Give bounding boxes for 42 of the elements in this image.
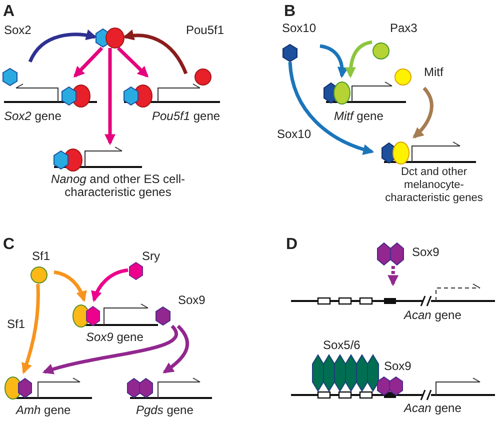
edge-label: Sox10 bbox=[276, 128, 312, 141]
panel-letter: A bbox=[3, 3, 15, 21]
arrow bbox=[91, 268, 128, 302]
protein-label: Sry bbox=[142, 250, 160, 263]
protein-label: Sf1 bbox=[32, 250, 50, 263]
protein-label: Sox5/6 bbox=[323, 339, 360, 352]
gene-label: Pou5f1 gene bbox=[152, 110, 220, 123]
panel-letter: C bbox=[3, 236, 15, 254]
arrow bbox=[162, 324, 190, 374]
arrow bbox=[73, 46, 104, 78]
arrow bbox=[104, 48, 116, 146]
protein-label: Sox10 bbox=[282, 22, 316, 35]
protein-label: Sox9 bbox=[412, 246, 440, 259]
arrow bbox=[388, 266, 399, 286]
arrow bbox=[21, 284, 40, 374]
protein-label: Sox2 bbox=[4, 24, 32, 37]
protein-label: Sox9 bbox=[178, 294, 206, 307]
edge-label: Sf1 bbox=[6, 318, 26, 331]
protein-label: Pou5f1 bbox=[186, 24, 224, 37]
arrow bbox=[54, 270, 86, 302]
gene-label: Pgds gene bbox=[136, 404, 194, 417]
protein-label: Pax3 bbox=[390, 22, 418, 35]
arrow bbox=[122, 30, 188, 74]
arrow bbox=[116, 46, 149, 78]
arrow bbox=[320, 44, 348, 78]
gene-label: Amh gene bbox=[16, 404, 71, 417]
arrow bbox=[412, 86, 434, 138]
arrow bbox=[42, 325, 178, 375]
gene-label: Acan gene bbox=[404, 402, 462, 415]
gene-label: Nanog and other ES cell-characteristic genes bbox=[50, 173, 186, 199]
panel-letter: B bbox=[284, 3, 296, 21]
gene-label: Mitf gene bbox=[334, 110, 384, 123]
protein-label: Sox9 bbox=[384, 360, 412, 373]
gene-label: Sox2 gene bbox=[4, 110, 62, 123]
arrow bbox=[345, 40, 372, 78]
arrow bbox=[28, 30, 98, 63]
gene-label: Sox9 gene bbox=[86, 331, 144, 344]
panel-letter: D bbox=[286, 236, 298, 254]
gene-label: Acan gene bbox=[404, 309, 462, 322]
gene-label: Dct and other melanocyte-characteristic genes bbox=[384, 166, 484, 205]
protein-label: Mitf bbox=[424, 66, 444, 79]
arrow bbox=[288, 62, 374, 155]
